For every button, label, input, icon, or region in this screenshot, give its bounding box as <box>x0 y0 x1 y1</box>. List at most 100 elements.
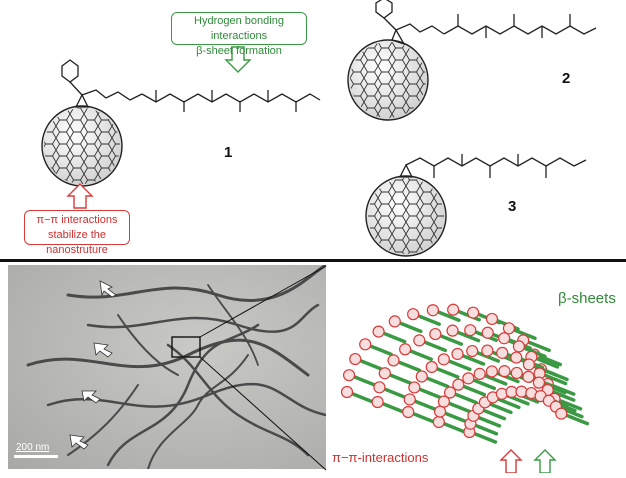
beta-sheet-bar <box>444 411 468 424</box>
fullerene-ball <box>342 369 356 382</box>
fullerene-ball <box>403 393 416 406</box>
beta-sheet-bar <box>423 340 448 353</box>
beta-sheet-bar <box>489 402 513 415</box>
micrograph-fibers <box>26 265 326 469</box>
beta-sheet-bar <box>456 330 481 343</box>
fullerene-ball <box>408 381 421 394</box>
fullerene-ball <box>466 344 479 358</box>
beta-sheet-bar <box>448 401 472 414</box>
pipi-text-line2: stabilize the nanostruture <box>46 229 108 256</box>
fullerene-ball <box>522 370 535 383</box>
scale-bar <box>14 455 58 458</box>
fullerene-ball <box>371 395 384 409</box>
beta-sheet-bar <box>497 397 521 410</box>
beta-sheet-bar <box>543 373 568 386</box>
beta-sheet-bar <box>351 392 375 404</box>
fullerene-ball <box>496 346 509 359</box>
beta-sheet-bar <box>383 387 408 400</box>
fullerene-ball <box>415 370 428 383</box>
fullerene-ball <box>485 312 499 326</box>
fullerene-ball <box>505 385 518 398</box>
fullerene-ball <box>407 308 420 321</box>
beta-sheet-bar <box>473 432 498 444</box>
fullerene-ball <box>498 332 511 345</box>
fullerene-ball <box>451 347 464 361</box>
fullerene-ball <box>481 344 494 357</box>
beta-sheet-bar <box>565 413 590 426</box>
compound-number-3: 3 <box>508 198 517 215</box>
beta-sheet-bar <box>448 359 472 372</box>
fullerene-ball <box>462 372 475 385</box>
beta-sheet-bar <box>454 392 478 405</box>
beta-sheets-label: β-sheets <box>558 290 616 307</box>
cyclopropane-2 <box>375 0 597 46</box>
pointer-arrows <box>69 280 117 450</box>
beta-sheet-bar <box>483 374 508 386</box>
green-model-arrow <box>533 449 557 474</box>
fullerene-ball <box>399 343 412 356</box>
fullerene-ball <box>467 306 480 319</box>
cyclopropane-1 <box>61 59 143 108</box>
beta-sheet-bar <box>462 384 487 397</box>
pi-pi-interactions-label: π−π-interactions <box>332 450 429 465</box>
compound-number-2: 2 <box>562 70 571 87</box>
pi-pi-callout: π−π interactions stabilize the nanostrut… <box>24 210 130 256</box>
beta-sheet-bar <box>369 344 393 357</box>
beta-sheet-bar <box>538 354 562 367</box>
fullerene-1 <box>41 105 123 187</box>
beta-sheet-bar <box>527 340 551 353</box>
hbond-text-line1: Hydrogen bonding interactions <box>194 15 284 42</box>
beta-sheet-bar <box>552 384 576 396</box>
pipi-text-line1: π−π interactions <box>36 214 118 226</box>
beta-sheet-bar <box>381 402 406 414</box>
hydrogen-bonding-callout: Hydrogen bonding interactions β-sheet fo… <box>171 12 307 57</box>
model-svg <box>340 303 590 474</box>
chemical-structures-panel: Hydrogen bonding interactions β-sheet fo… <box>24 0 597 257</box>
beta-sheet-bar <box>482 408 507 421</box>
fullerene-ball <box>433 405 447 418</box>
fullerene-ball <box>447 303 460 316</box>
fullerene-ball <box>481 326 494 339</box>
fullerene-ball <box>425 360 438 374</box>
fullerene-ball <box>432 415 445 429</box>
beta-sheet-bar <box>437 310 461 322</box>
beta-sheet-bar <box>477 416 502 428</box>
beta-sheet-bar <box>443 422 467 434</box>
beta-sheet-bar <box>513 328 537 341</box>
beta-sheet-bar <box>558 399 583 411</box>
beta-sheet-bar <box>409 349 433 362</box>
beta-sheet-bar <box>353 375 377 387</box>
fullerene-ball <box>388 315 401 328</box>
beta-sheet-bar <box>439 334 464 346</box>
beta-sheet-bar <box>535 357 560 369</box>
zoom-box <box>171 336 201 358</box>
red-model-arrow <box>499 449 523 474</box>
fullerene-ball <box>443 386 457 399</box>
fullerene-ball <box>372 325 385 338</box>
beta-sheet-bar <box>359 359 383 371</box>
beta-sheet-bar <box>474 423 499 436</box>
fullerene-ball <box>555 407 568 420</box>
beta-sheet-bar <box>397 360 422 373</box>
green-callout-arrow <box>224 46 252 73</box>
beta-sheet-bar <box>414 399 438 412</box>
beta-sheet-bar <box>417 314 441 326</box>
scale-label: 200 nm <box>16 442 50 453</box>
peptide-chain-3 <box>398 154 587 178</box>
fullerene-ball <box>446 324 459 337</box>
beta-sheet-bar <box>426 376 450 389</box>
fullerene-ball <box>532 376 545 389</box>
beta-sheet-bar <box>399 321 423 334</box>
fullerene-ball <box>512 340 526 353</box>
fullerene-ball <box>495 387 508 400</box>
tem-micrograph: 200 nm <box>8 265 326 469</box>
fullerene-ball <box>359 338 372 351</box>
beta-sheet-bar <box>389 373 413 385</box>
fullerene-ball <box>510 366 523 380</box>
fullerene-ball <box>510 351 523 364</box>
fullerene-ball <box>413 334 426 347</box>
fullerene-ball <box>387 354 400 367</box>
fullerene-ball <box>429 327 442 341</box>
compound-number-1: 1 <box>224 144 233 161</box>
fullerene-ball <box>340 385 354 399</box>
